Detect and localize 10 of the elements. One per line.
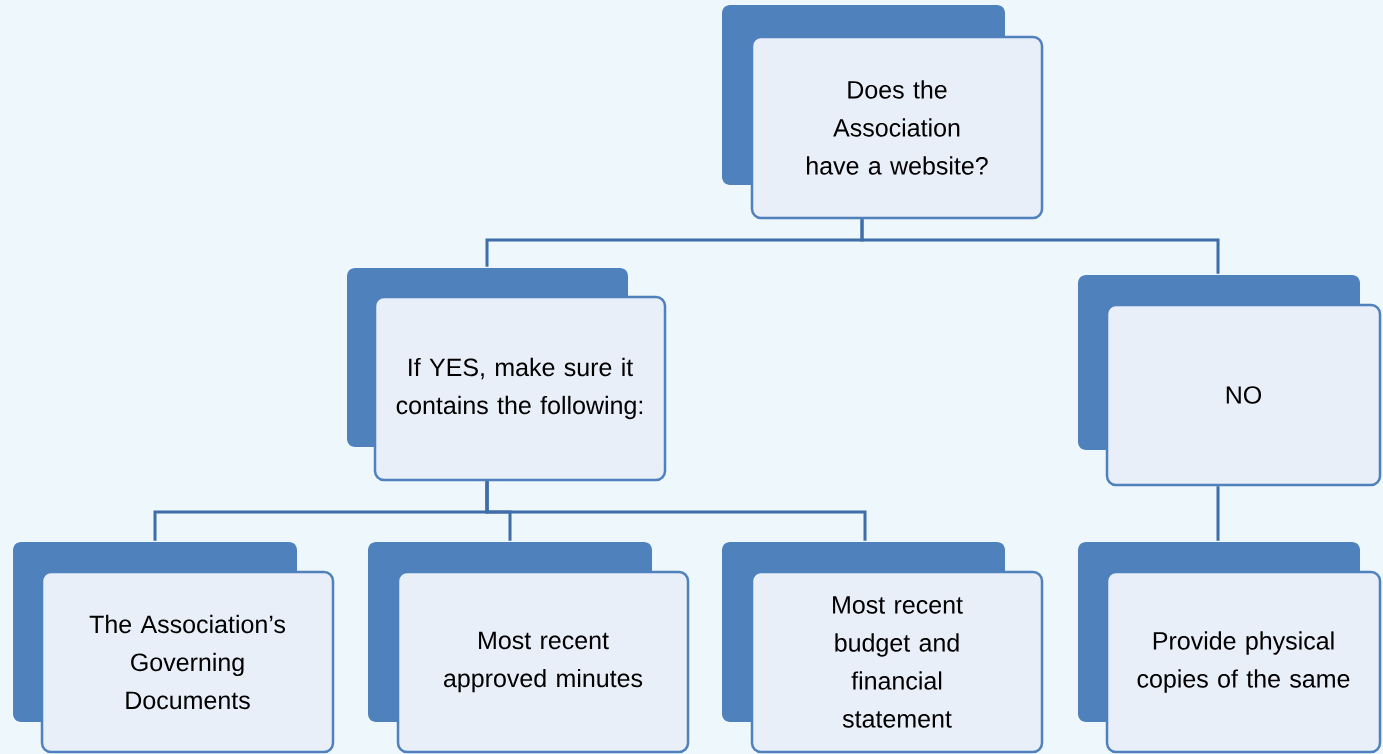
connector <box>1216 486 1220 541</box>
connector <box>860 219 1220 274</box>
process-box: Most recent approved minutes <box>368 542 690 754</box>
process-box: Most recent budget and financial statement <box>722 542 1044 754</box>
connector <box>485 481 867 541</box>
process-box: If YES, make sure it contains the following: <box>347 268 667 482</box>
process-box: The Association’s Governing Documents <box>13 542 335 754</box>
process-box: Provide physical copies of the same <box>1078 542 1382 754</box>
process-box: Does the Association have a website? <box>722 5 1044 220</box>
process-box: NO <box>1078 275 1382 487</box>
